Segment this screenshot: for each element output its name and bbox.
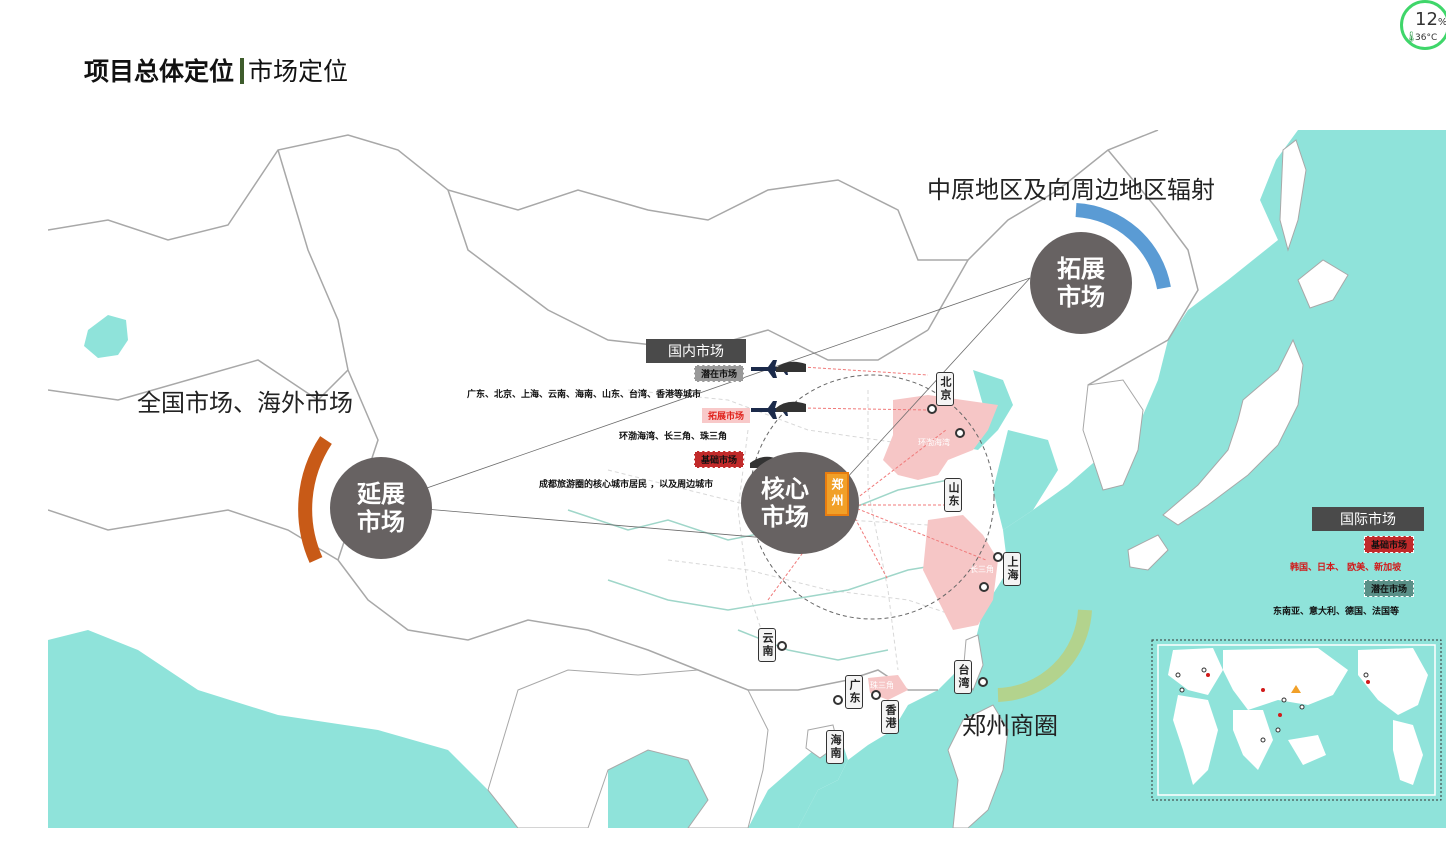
domestic-base-tag: 基础市场	[694, 451, 745, 468]
page-title: 项目总体定位市场定位	[84, 52, 348, 88]
city-markers	[777, 404, 1003, 705]
core-market-circle[interactable]: 核心市场	[741, 452, 859, 554]
domestic-potential-tag: 潜在市场	[694, 365, 745, 382]
land-sakhalin	[1279, 139, 1307, 252]
international-potential-tag: 潜在市场	[1364, 580, 1415, 597]
city-hongkong: 香港	[881, 700, 899, 734]
region-tag-bohai: 环渤海湾	[918, 438, 950, 447]
international-market-header: 国际市场	[1312, 507, 1424, 531]
sea-gulf-thailand	[608, 750, 708, 828]
city-shandong: 山东	[944, 478, 962, 512]
domestic-expansion-tag: 拓展市场	[702, 408, 751, 423]
plane-icon	[751, 360, 788, 419]
region-yangtze-delta	[923, 515, 998, 630]
expand-market-circle[interactable]: 拓展市场	[1030, 232, 1132, 334]
city-beijing: 北京	[936, 372, 954, 406]
zhengzhou-circle-label: 郑州商圈	[962, 712, 1058, 740]
inset-red-markers	[1206, 673, 1370, 717]
core-radius-circle	[749, 374, 995, 620]
thermometer-icon: 🌡	[1405, 32, 1418, 43]
title-divider	[240, 58, 245, 84]
title-sub: 市场定位	[248, 57, 349, 86]
inset-frame	[1151, 639, 1442, 801]
city-yunnan: 云南	[758, 628, 776, 662]
international-base-tag: 基础市场	[1364, 536, 1415, 553]
region-tag-pearl: 珠三角	[870, 681, 894, 690]
badge-percent: 12%	[1415, 9, 1446, 30]
domestic-base-desc: 成都旅游圈的核心城市居民 ，以及周边城市	[539, 480, 714, 490]
city-hainan: 海南	[826, 730, 844, 764]
market-guide-lines	[802, 366, 929, 411]
central-region-label: 中原地区及向周边地区辐射	[927, 176, 1215, 204]
arc-extend-orange	[298, 436, 332, 563]
land-indochina	[487, 669, 769, 828]
city-shanghai: 上海	[1003, 552, 1021, 586]
extend-market-circle[interactable]: 延展市场	[330, 457, 432, 559]
status-badge[interactable]: 12% 🌡 36°C	[1400, 0, 1446, 50]
inset-continents	[1168, 648, 1428, 785]
lake-balkhash	[84, 315, 128, 358]
inset-china-marker	[1291, 685, 1301, 693]
region-bohai-rim	[883, 395, 998, 480]
domestic-potential-desc: 广东、北京、上海、云南、海南、山东、台湾、香港等城市	[467, 390, 702, 400]
title-main: 项目总体定位	[84, 57, 235, 86]
inset-city-markers	[1175, 667, 1369, 743]
city-taiwan: 台湾	[954, 660, 972, 694]
land-japan	[1127, 259, 1349, 571]
city-zhengzhou: 郑州	[825, 472, 849, 516]
arc-expand-blue	[1075, 203, 1171, 290]
international-base-desc: 韩国、日本、 欧美、新加坡	[1290, 563, 1402, 573]
sea-bay-of-bengal	[48, 630, 518, 828]
city-guangdong: 广东	[845, 675, 863, 709]
international-potential-desc: 东南亚、意大利、德国、法国等	[1273, 607, 1400, 617]
domestic-expansion-desc: 环渤海湾、长三角、珠三角	[619, 432, 728, 442]
radiating-arrows	[767, 429, 987, 601]
arc-zhengzhou-green	[997, 609, 1092, 702]
national-overseas-label: 全国市场、海外市场	[137, 389, 353, 417]
domestic-market-header: 国内市场	[646, 339, 746, 363]
land-korea	[1082, 379, 1144, 491]
badge-temperature: 36°C	[1415, 33, 1438, 43]
sea-yellow	[993, 430, 1058, 530]
land-philippines	[947, 704, 1009, 828]
region-tag-yangtze: 长三角	[970, 565, 994, 574]
